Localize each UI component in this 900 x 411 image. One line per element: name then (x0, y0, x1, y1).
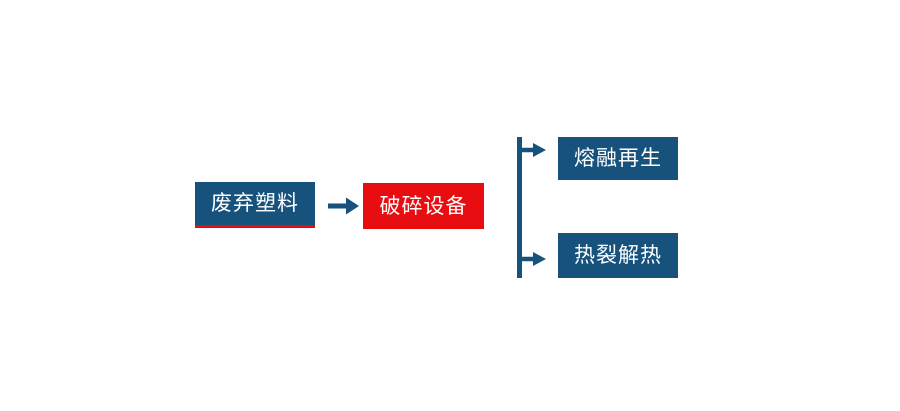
arrow-source-to-process (328, 197, 359, 215)
node-melt-regeneration: 熔融再生 (558, 137, 678, 180)
arrow-to-output-bottom-head (533, 252, 546, 266)
node-crushing-equipment-label: 破碎设备 (379, 194, 468, 218)
arrow-to-output-bottom (519, 252, 546, 266)
arrow-to-output-top (519, 143, 546, 157)
node-crushing-equipment: 破碎设备 (363, 183, 484, 229)
node-melt-regeneration-label: 熔融再生 (574, 147, 662, 170)
arrow-to-output-top-head (533, 143, 546, 157)
arrow-source-to-process-head (346, 197, 359, 215)
node-pyrolysis-label: 热裂解热 (574, 244, 662, 267)
node-waste-plastic: 废弃塑料 (195, 182, 315, 228)
node-pyrolysis: 热裂解热 (558, 233, 678, 278)
node-waste-plastic-label: 废弃塑料 (211, 192, 299, 215)
